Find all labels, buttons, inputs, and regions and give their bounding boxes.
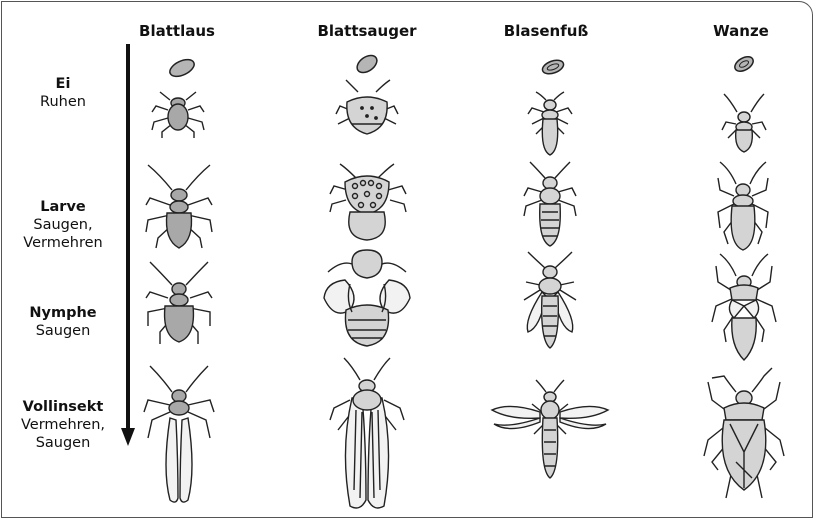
psyllid-nymph-icon [324,250,410,346]
aphid-larva-icon [146,165,212,248]
egg-blattsauger-icon [354,52,380,76]
psyllid-larva-icon [330,164,406,240]
aphid-adult-icon [144,366,214,502]
bug-nymph-icon [712,254,776,360]
egg-wanze-icon [732,54,755,74]
psyllid-nymph-small-icon [336,80,398,134]
timeline-arrow [121,44,135,446]
thrips-nymph-icon [524,252,576,348]
psyllid-adult-icon [330,358,404,508]
bug-adult-icon [704,368,784,498]
egg-blasenfuss-icon [541,58,566,77]
egg-blattlaus-icon [167,56,196,80]
thrips-larva-small-icon [528,92,572,155]
thrips-larva-icon [524,162,576,246]
bug-nymph-small-icon [722,94,766,152]
bug-larva-icon [718,162,768,250]
aphid-nymph-icon [146,262,212,344]
thrips-adult-icon [492,380,608,478]
aphid-nymph-small-icon [152,92,204,138]
